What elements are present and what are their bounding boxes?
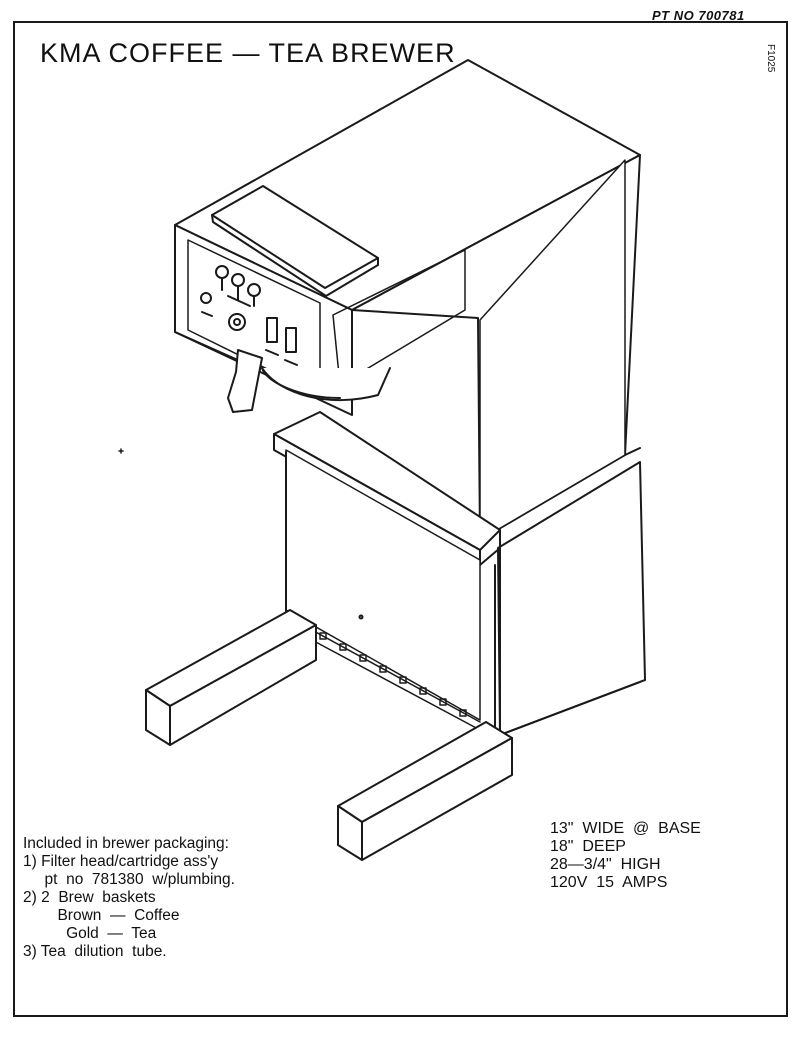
- head-side-window: [332, 249, 466, 386]
- drawing-title: KMA COFFEE — TEA BREWER: [40, 38, 456, 68]
- rocker-switch-2-icon: [285, 327, 297, 353]
- brew-funnel: [261, 367, 391, 402]
- spec-height: 28—3/4" HIGH: [550, 856, 661, 873]
- notes-line: pt no 781380 w/plumbing.: [23, 871, 235, 888]
- rocker-switch-1-icon: [266, 317, 278, 343]
- funnel-handle-icon: [227, 349, 263, 413]
- part-number: PT NO 700781: [652, 8, 745, 23]
- packaging-notes: Included in brewer packaging: 1) Filter …: [23, 835, 235, 961]
- power-indicator-icon: [200, 292, 212, 304]
- notes-heading: Included in brewer packaging:: [23, 835, 229, 852]
- notes-line: 2) 2 Brew baskets: [23, 889, 156, 906]
- brew-dial-icon: [228, 313, 246, 331]
- drawing-frame: [13, 21, 788, 1017]
- right-leg: [337, 721, 513, 861]
- spec-block: 13" WIDE @ BASE 18" DEEP 28—3/4" HIGH 12…: [550, 820, 701, 892]
- spec-power: 120V 15 AMPS: [550, 874, 668, 891]
- notes-line: Gold — Tea: [23, 925, 157, 942]
- drip-vents: [311, 629, 481, 731]
- notes-line: Brown — Coffee: [23, 907, 180, 924]
- spec-depth: 18" DEEP: [550, 838, 626, 855]
- left-leg: [145, 609, 317, 746]
- notes-line: 3) Tea dilution tube.: [23, 943, 167, 960]
- control-indicators: [200, 265, 298, 366]
- control-head-front: [174, 224, 353, 416]
- spec-width: 13" WIDE @ BASE: [550, 820, 701, 837]
- notes-line: 1) Filter head/cartridge ass'y: [23, 853, 219, 870]
- tower-edge: [624, 447, 641, 456]
